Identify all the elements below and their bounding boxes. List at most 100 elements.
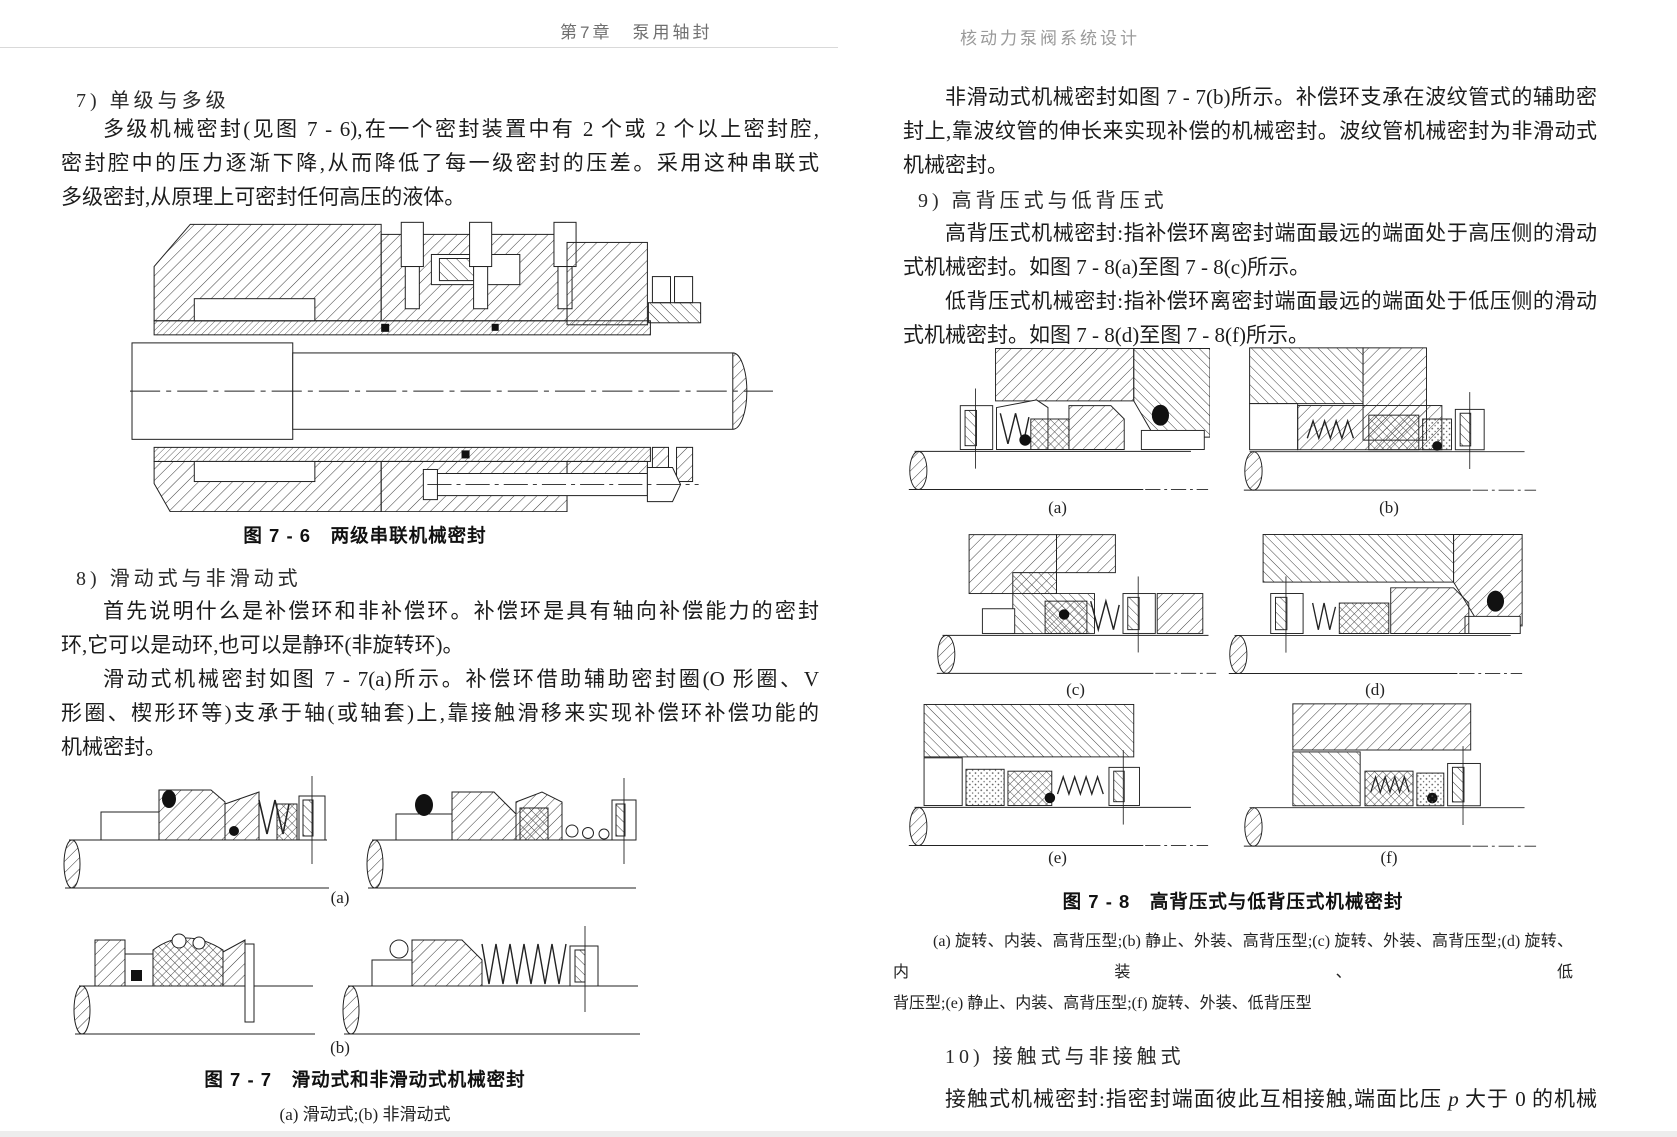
shaft bbox=[908, 450, 1209, 491]
spring bbox=[1370, 774, 1410, 795]
figure-7-8-subcaption: (a) 旋转、内装、高背压型;(b) 静止、外装、高背压型;(c) 旋转、外装、… bbox=[893, 926, 1573, 1019]
text-line: 滑动式机械密封如图 7 - 7(a)所示。补偿环借助辅助密封圈(O 形圈、V bbox=[103, 667, 819, 691]
bellows-ring bbox=[582, 827, 594, 839]
running-head-right: 核动力泵阀系统设计 bbox=[960, 29, 1140, 48]
shaft bbox=[73, 985, 315, 1035]
o-ring bbox=[415, 794, 433, 816]
o-ring bbox=[1044, 792, 1056, 804]
text-line: 多级机械密封(见图 7 - 6),在一个密封装置中有 2 个或 2 个以上密封腔… bbox=[103, 117, 819, 141]
figure-7-8f bbox=[1240, 700, 1538, 850]
sliding-seal-drawing bbox=[366, 778, 637, 889]
text-segment: 大于 0 的机械 bbox=[1458, 1087, 1597, 1111]
o-ring bbox=[131, 970, 142, 981]
scan-edge bbox=[0, 1131, 1677, 1137]
housing bbox=[1292, 703, 1472, 751]
diaphragm bbox=[152, 937, 224, 987]
text-line: 封上,靠波纹管的伸长来实现补偿的机械密封。波纹管机械密封为非滑动式 bbox=[903, 119, 1597, 143]
figure-7-8c-label: (c) bbox=[1066, 680, 1085, 699]
stud-bolt bbox=[400, 221, 424, 310]
carbon-ring bbox=[1422, 418, 1452, 451]
sliding-seal-drawing bbox=[63, 776, 329, 889]
lower-sleeve bbox=[153, 446, 651, 462]
figure-7-7a-right bbox=[366, 772, 638, 892]
o-ring bbox=[229, 826, 239, 836]
text-line: 低背压式机械密封:指补偿环离密封端面最远的端面处于低压侧的滑动 bbox=[945, 289, 1597, 313]
section-9-heading: 9) 高背压式与低背压式 bbox=[918, 190, 1168, 212]
section-10-paragraph: 接触式机械密封:指密封端面彼此互相接触,端面比压 p 大于 0 的机械 bbox=[903, 1082, 1597, 1116]
o-ring bbox=[1019, 434, 1031, 446]
seal-drawing-e bbox=[908, 703, 1209, 847]
page-right: 核动力泵阀系统设计 非滑动式机械密封如图 7 - 7(b)所示。补偿环支承在波纹… bbox=[838, 0, 1677, 1137]
section-10-heading: 10) 接触式与非接触式 bbox=[945, 1046, 1185, 1068]
shaft bbox=[908, 806, 1209, 847]
text-line: 非滑动式机械密封如图 7 - 7(b)所示。补偿环支承在波纹管式的辅助密 bbox=[945, 85, 1597, 109]
text-segment: 接触式机械密封:指密封端面彼此互相接触,端面比压 bbox=[945, 1087, 1449, 1111]
bellows-ring bbox=[598, 828, 610, 840]
seal-drawing-a bbox=[908, 347, 1210, 491]
text-line: 密封腔中的压力逐渐下降,从而降低了每一级密封的压差。采用这种串联式 bbox=[61, 151, 819, 175]
spring bbox=[1056, 774, 1104, 797]
non-sliding-seal-drawing bbox=[73, 933, 315, 1035]
text-line: 多级密封,从原理上可密封任何高压的液体。 bbox=[61, 185, 466, 209]
text-line: (a) 旋转、内装、高背压型;(b) 静止、外装、高背压型;(c) 旋转、外装、… bbox=[893, 933, 1573, 981]
figure-7-8e-label: (e) bbox=[1048, 848, 1067, 867]
shaft bbox=[366, 839, 636, 889]
housing bbox=[923, 703, 1135, 758]
text-line: 机械密封。 bbox=[61, 735, 166, 759]
upper-sleeve bbox=[153, 320, 651, 336]
text-line: 式机械密封。如图 7 - 8(d)至图 7 - 8(f)所示。 bbox=[903, 323, 1309, 347]
housing bbox=[1249, 347, 1364, 405]
upper-housing bbox=[153, 221, 702, 326]
figure-7-8d bbox=[1225, 530, 1525, 678]
shaft bbox=[63, 839, 329, 889]
figure-7-8c bbox=[933, 530, 1218, 678]
bellows-seal-drawing bbox=[342, 926, 640, 1035]
spring bbox=[1090, 598, 1120, 633]
section-7-heading: 7) 单级与多级 bbox=[76, 90, 230, 112]
o-ring bbox=[1058, 609, 1070, 620]
page-left: 第7章 泵用轴封 7) 单级与多级 多级机械密封(见图 7 - 6),在一个密封… bbox=[0, 0, 838, 1137]
o-ring bbox=[1432, 441, 1442, 451]
seal-drawing-b bbox=[1243, 347, 1537, 491]
text-line: 形圈、楔形环等)支承于轴(或轴套)上,靠接触滑移来实现补偿环补偿功能的 bbox=[61, 701, 819, 725]
drive-pin bbox=[389, 939, 409, 959]
figure-7-7a-left bbox=[63, 772, 331, 892]
shaft bbox=[1243, 807, 1537, 847]
header-rule bbox=[0, 47, 838, 48]
section-8-paragraph: 首先说明什么是补偿环和非补偿环。补偿环是具有轴向补偿能力的密封 环,它可以是动环… bbox=[61, 594, 819, 764]
figure-7-7b-label: (b) bbox=[330, 1038, 350, 1057]
seal-drawing-d bbox=[1228, 533, 1523, 674]
paragraph-nonsliding: 非滑动式机械密封如图 7 - 7(b)所示。补偿环支承在波纹管式的辅助密 封上,… bbox=[903, 80, 1597, 182]
figure-7-7b-right bbox=[342, 920, 642, 1040]
shaft bbox=[1243, 451, 1537, 491]
text-line: 首先说明什么是补偿环和非补偿环。补偿环是具有轴向补偿能力的密封 bbox=[103, 599, 819, 623]
housing bbox=[1056, 534, 1116, 574]
figure-7-7-caption: 图 7 - 7 滑动式和非滑动式机械密封 bbox=[204, 1069, 526, 1090]
variable-p: p bbox=[1448, 1087, 1459, 1111]
carbon-ring bbox=[965, 768, 1005, 806]
figure-7-8-caption: 图 7 - 8 高背压式与低背压式机械密封 bbox=[1062, 891, 1404, 912]
shaft bbox=[130, 342, 773, 440]
figure-7-8b-label: (b) bbox=[1379, 498, 1399, 517]
shaft bbox=[1228, 634, 1523, 674]
figure-7-8a bbox=[905, 344, 1210, 494]
fig-7-6-drawing bbox=[130, 221, 773, 512]
shaft bbox=[342, 985, 640, 1035]
section-8-heading: 8) 滑动式与非滑动式 bbox=[76, 568, 302, 590]
housing bbox=[1133, 347, 1210, 438]
shaft bbox=[936, 634, 1217, 674]
carbon-ring bbox=[1416, 772, 1445, 807]
seat-plate bbox=[244, 943, 255, 1023]
running-head-left: 第7章 泵用轴封 bbox=[560, 23, 713, 42]
bellows bbox=[481, 943, 567, 985]
text-line: 机械密封。 bbox=[903, 153, 1008, 177]
figure-7-8b bbox=[1240, 344, 1538, 494]
housing bbox=[1262, 533, 1455, 583]
o-ring bbox=[1151, 404, 1170, 426]
long-stud-bolt bbox=[422, 466, 699, 503]
figure-7-8e bbox=[905, 700, 1210, 850]
spring bbox=[1311, 602, 1337, 630]
figure-7-7b-left bbox=[73, 920, 318, 1040]
seal-drawing-f bbox=[1243, 703, 1537, 847]
